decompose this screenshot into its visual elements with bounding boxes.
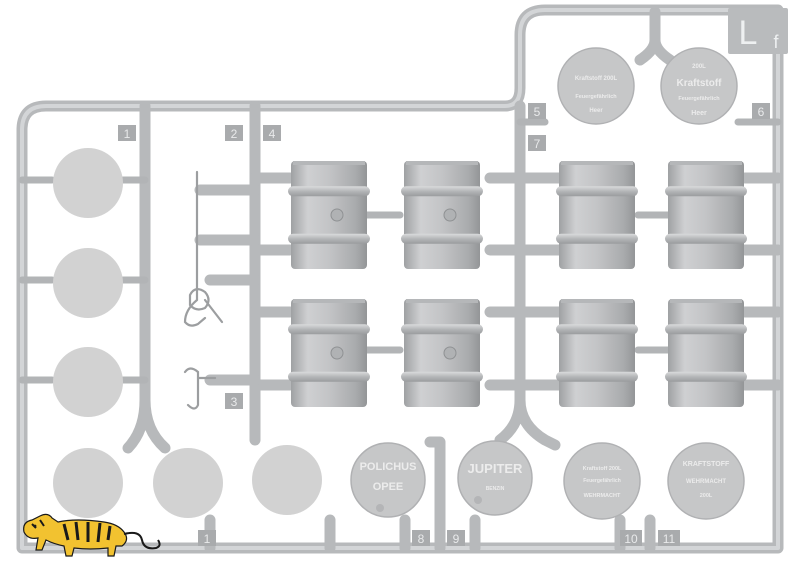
decal-text: Feuergefährlich (575, 94, 617, 100)
disc-blank (53, 248, 123, 318)
part-number-label: 2 (231, 127, 238, 141)
decal-text: Feuergefährlich (583, 478, 621, 484)
decal-text: BENZIN (486, 486, 505, 492)
disc-blank (53, 148, 123, 218)
fuel-drum (288, 299, 370, 407)
sprue-code: L (739, 14, 758, 52)
fuel-drum (288, 161, 370, 269)
decal-text: Heer (691, 110, 707, 117)
part-number-label: 4 (269, 127, 276, 141)
decal-text: 200L (692, 64, 706, 70)
fuel-drum (556, 299, 638, 407)
disc-blank (252, 445, 322, 515)
decal-text: POLICHUS (360, 461, 417, 473)
part-number-label: 8 (418, 532, 425, 546)
part-number-label: 7 (534, 137, 541, 151)
decal-discs: Kraftstoff 200L Feuergefährlich Heer 200… (350, 47, 745, 520)
part-number-label: 5 (534, 105, 541, 119)
hose-parts (183, 170, 224, 410)
part-number-label: 6 (758, 105, 765, 119)
part-number-label: 1 (124, 127, 131, 141)
decal-text: Heer (589, 108, 603, 114)
fuel-drum (665, 299, 747, 407)
part-number-label: 1 (204, 532, 211, 546)
tiger-icon (23, 513, 161, 557)
decal-text: JUPITER (468, 461, 524, 476)
blank-discs (53, 148, 322, 518)
decal-text: Kraftstoff 200L (583, 466, 622, 472)
decal-disc-1: Kraftstoff 200L Feuergefährlich Heer (557, 47, 635, 125)
fuel-drum (665, 161, 747, 269)
decal-text: Kraftstoff (677, 78, 723, 89)
part-number-label: 11 (663, 532, 676, 546)
fuel-drum (401, 299, 483, 407)
decal-disc-2: 200L Kraftstoff Feuergefährlich Heer (660, 47, 738, 125)
fuel-drums (288, 161, 747, 407)
disc-blank (153, 448, 223, 518)
decal-text: 200L (700, 493, 713, 499)
decal-disc-3: POLICHUS OPEE (350, 442, 426, 518)
decal-text: Kraftstoff 200L (575, 76, 618, 82)
disc-blank (53, 448, 123, 518)
sprue-subcode: f (773, 32, 779, 52)
disc-blank (53, 347, 123, 417)
drum-gates (18, 118, 782, 384)
decal-disc-5: Kraftstoff 200L Feuergefährlich WEHRMACH… (563, 442, 641, 520)
decal-text: KRAFTSTOFF (683, 461, 730, 468)
sprue-code-plate: L f (728, 8, 788, 54)
fuel-drum (556, 161, 638, 269)
decal-text: OPEE (373, 481, 404, 493)
decal-disc-4: JUPITER BENZIN (457, 440, 533, 516)
decal-text: Feuergefährlich (678, 96, 720, 102)
decal-disc-6: KRAFTSTOFF WEHRMACHT 200L (667, 442, 745, 520)
part-number-tabs: 1 2 3 4 5 6 7 8 9 10 11 1 (118, 103, 770, 546)
decal-text: WEHRMACHT (584, 493, 621, 499)
part-number-label: 9 (453, 532, 460, 546)
part-number-label: 3 (231, 395, 238, 409)
fuel-drum (401, 161, 483, 269)
decal-text: WEHRMACHT (686, 479, 726, 485)
part-number-label: 10 (624, 532, 638, 546)
